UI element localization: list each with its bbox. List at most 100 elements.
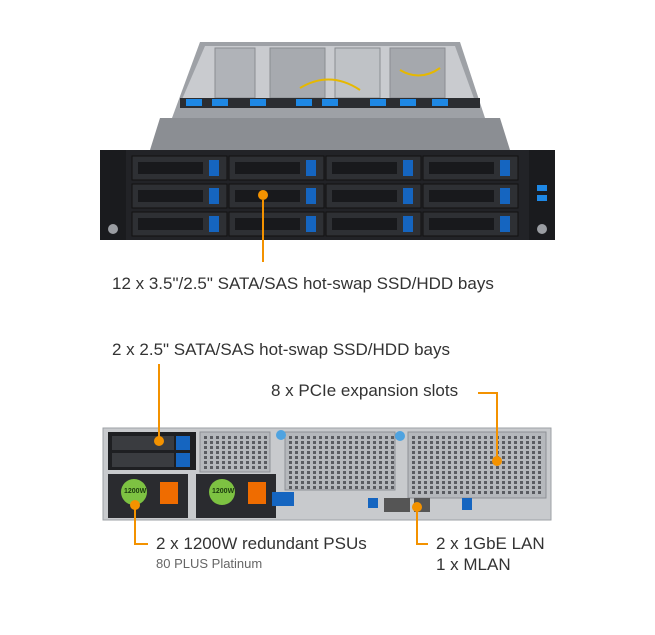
vent-hole [331,441,334,444]
vent-hole [526,466,529,469]
vent-hole [478,486,481,489]
front-server-image [100,42,555,240]
vent-hole [307,456,310,459]
vent-hole [258,451,261,454]
vent-hole [424,476,427,479]
vent-hole [448,481,451,484]
vent-hole [289,436,292,439]
vent-hole [313,466,316,469]
vent-hole [478,481,481,484]
vent-hole [234,461,237,464]
vent-hole [234,441,237,444]
vent-hole [520,481,523,484]
vent-hole [520,486,523,489]
vent-hole [373,446,376,449]
vent-hole [385,441,388,444]
vent-hole [325,476,328,479]
vent-hole [484,466,487,469]
vent-hole [391,461,394,464]
vent-hole [472,451,475,454]
drive-bay-latch [500,160,510,176]
vent-hole [319,471,322,474]
vent-hole [538,491,541,494]
vent-hole [532,466,535,469]
vent-hole [355,481,358,484]
drive-bay-latch [500,188,510,204]
drive-bay-latch [209,160,219,176]
vent-hole [484,436,487,439]
vent-hole [412,456,415,459]
vent-hole [478,441,481,444]
vent-hole [418,461,421,464]
vent-hole [391,466,394,469]
pcie-leader-v [496,392,498,458]
vent-hole [319,456,322,459]
vent-hole [301,476,304,479]
drive-bay-grill [429,218,494,230]
vent-hole [508,486,511,489]
vent-hole [526,491,529,494]
vent-hole [252,441,255,444]
rear-server-image [102,427,552,521]
vent-hole [331,446,334,449]
drive-bay-grill [138,162,203,174]
vent-hole [325,466,328,469]
front-bays-marker [258,190,268,200]
vent-hole [478,476,481,479]
vent-hole [361,471,364,474]
vent-hole [373,461,376,464]
vent-hole [319,476,322,479]
vent-hole [526,456,529,459]
vent-hole [466,451,469,454]
vent-hole [466,481,469,484]
vent-hole [538,476,541,479]
vent-hole [508,466,511,469]
vent-hole [325,441,328,444]
vent-hole [442,451,445,454]
vent-hole [526,446,529,449]
psu-sublabel: 80 PLUS Platinum [156,556,263,571]
vent-hole [412,436,415,439]
vent-hole [258,446,261,449]
vent-hole [508,446,511,449]
vent-hole [301,466,304,469]
vent-hole [313,481,316,484]
vent-hole [448,491,451,494]
vent-hole [526,481,529,484]
vent-hole [454,491,457,494]
vent-hole [252,436,255,439]
vent-hole [258,441,261,444]
vent-hole [430,451,433,454]
vent-hole [472,466,475,469]
vent-hole [331,451,334,454]
vent-hole [472,461,475,464]
vent-hole [520,446,523,449]
vent-hole [295,471,298,474]
vent-hole [442,471,445,474]
vent-hole [514,491,517,494]
vent-hole [454,441,457,444]
vent-hole [301,446,304,449]
drive-bay-grill [138,218,203,230]
vent-hole [391,476,394,479]
vent-hole [448,436,451,439]
vent-hole [484,451,487,454]
vent-hole [319,481,322,484]
vent-hole [520,466,523,469]
vent-hole [418,456,421,459]
vent-hole [234,466,237,469]
drive-bay-latch [403,160,413,176]
vent-hole [361,446,364,449]
vent-hole [538,471,541,474]
vent-hole [430,471,433,474]
vent-hole [252,461,255,464]
vent-hole [264,436,267,439]
vent-hole [466,461,469,464]
vent-hole [216,456,219,459]
vent-hole [337,476,340,479]
vent-hole [258,436,261,439]
vent-hole [313,451,316,454]
drive-bay-grill [332,190,397,202]
vent-hole [289,456,292,459]
vent-hole [313,436,316,439]
